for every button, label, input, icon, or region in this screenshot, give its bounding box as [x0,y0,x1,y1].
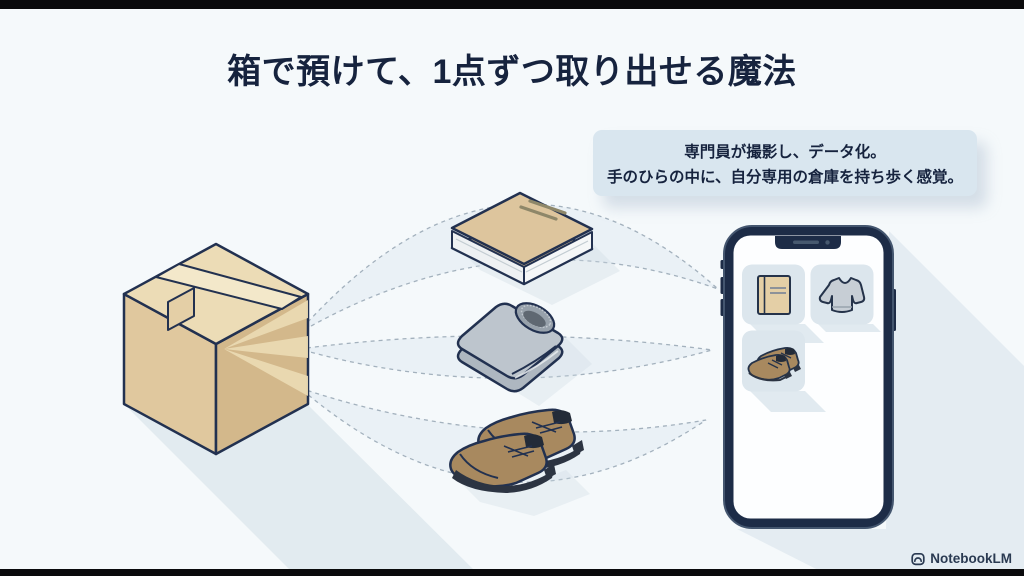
phone-speaker [793,240,819,244]
callout-line-1: 専門員が撮影し、データ化。 [684,143,886,161]
smartphone [720,225,896,529]
box-tape-tab [167,287,195,331]
box-tape-strip [155,263,302,310]
watermark-text: NotebookLM [930,551,1012,566]
letterbox-bottom [0,569,1024,576]
shoes-icon [449,408,584,493]
watermark: NotebookLM [911,551,1012,566]
book-title-lines [519,199,567,221]
letterbox-top [0,0,1024,9]
notebooklm-logo-icon [911,552,925,565]
book-icon [450,191,594,286]
slide-title: 箱で預けて、1点ずつ取り出せる魔法 [227,53,797,91]
phone-camera-dot [825,240,830,245]
cardboard-box-icon [122,242,310,456]
callout-box: 専門員が撮影し、データ化。 手のひらの中に、自分専用の倉庫を持ち歩く感覚。 [593,130,977,196]
box-shadow [125,405,480,576]
book-thumbnail-icon [757,275,791,315]
shoes-thumbnail-icon [747,346,801,382]
sweater-collar [514,302,556,334]
front-shoe [449,432,556,493]
phone-shadow [737,231,1024,576]
callout-line-2: 手のひらの中に、自分専用の倉庫を持ち歩く感覚。 [606,168,964,186]
tile-shadow [818,324,881,332]
box-light-rays [224,300,308,396]
sweater-icon [456,302,564,393]
tile-shadow [750,391,826,412]
book-cover [450,191,594,266]
sweater-thumbnail-icon [818,277,866,313]
flow-band-book [296,203,719,335]
book-pages-right [523,231,593,285]
